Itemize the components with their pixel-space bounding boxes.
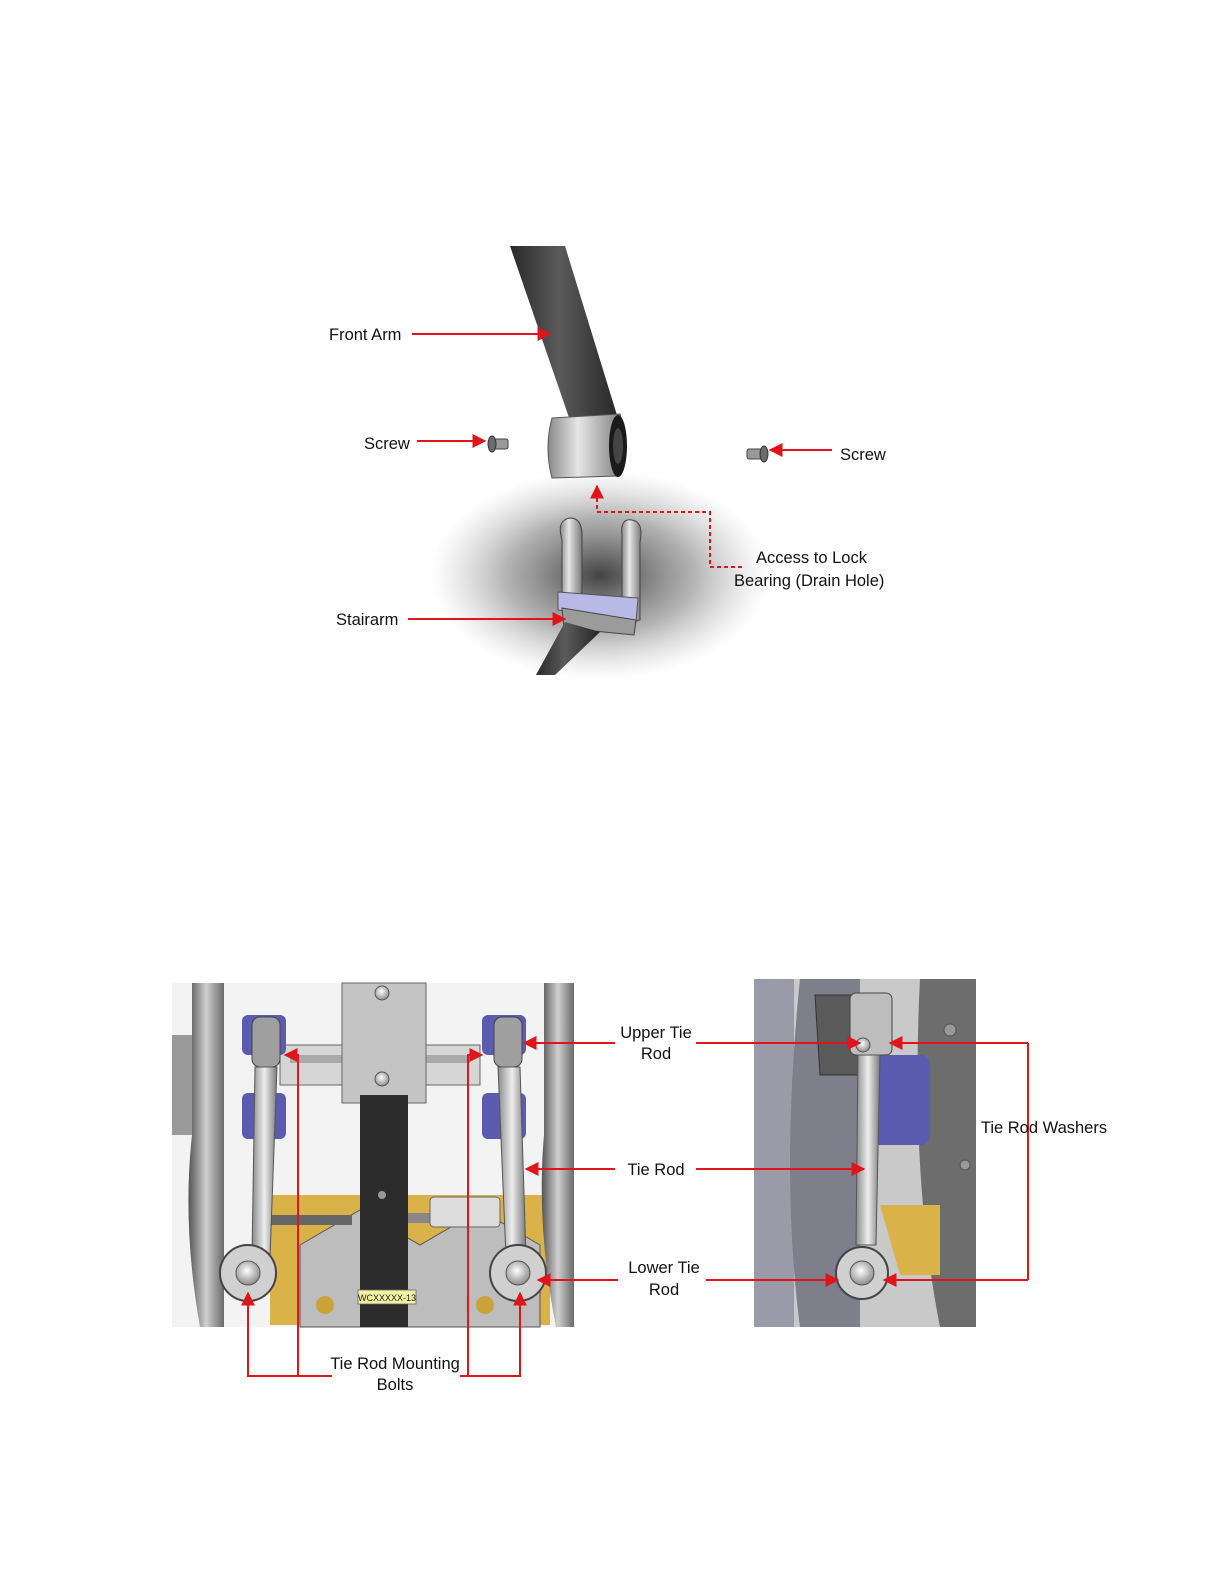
label-mounting-bolts-line1: Tie Rod Mounting [330, 1355, 460, 1373]
label-upper-tie-rod-line2: Rod [641, 1045, 671, 1063]
label-access-line2: Bearing (Drain Hole) [734, 572, 884, 590]
label-tie-rod-washers: Tie Rod Washers [981, 1119, 1107, 1137]
label-stairarm: Stairarm [336, 611, 398, 629]
screw-right-part [747, 446, 768, 462]
side-view-image [754, 979, 976, 1327]
label-upper-tie-rod-line1: Upper Tie [620, 1024, 692, 1042]
label-access-line1: Access to Lock [756, 549, 868, 567]
label-lower-tie-rod-line2: Rod [649, 1281, 679, 1299]
label-front-arm: Front Arm [329, 326, 401, 344]
ground-shadow [430, 470, 770, 680]
screw-left-part [488, 436, 508, 452]
label-tie-rod: Tie Rod [627, 1161, 684, 1179]
label-lower-tie-rod-line1: Lower Tie [628, 1259, 700, 1277]
label-screw-right: Screw [840, 446, 886, 464]
label-screw-left: Screw [364, 435, 410, 453]
front-arm-stairarm-diagram: Front Arm Screw Screw Access to Lock Bea… [300, 230, 940, 690]
part-tag-label: WCXXXXX-13 [358, 1293, 416, 1303]
front-arm-part [510, 246, 627, 478]
tie-rod-assembly-diagram: WCXXXXX-13 [160, 975, 1120, 1415]
front-view-image: WCXXXXX-13 [172, 983, 574, 1327]
label-mounting-bolts-line2: Bolts [377, 1376, 414, 1394]
